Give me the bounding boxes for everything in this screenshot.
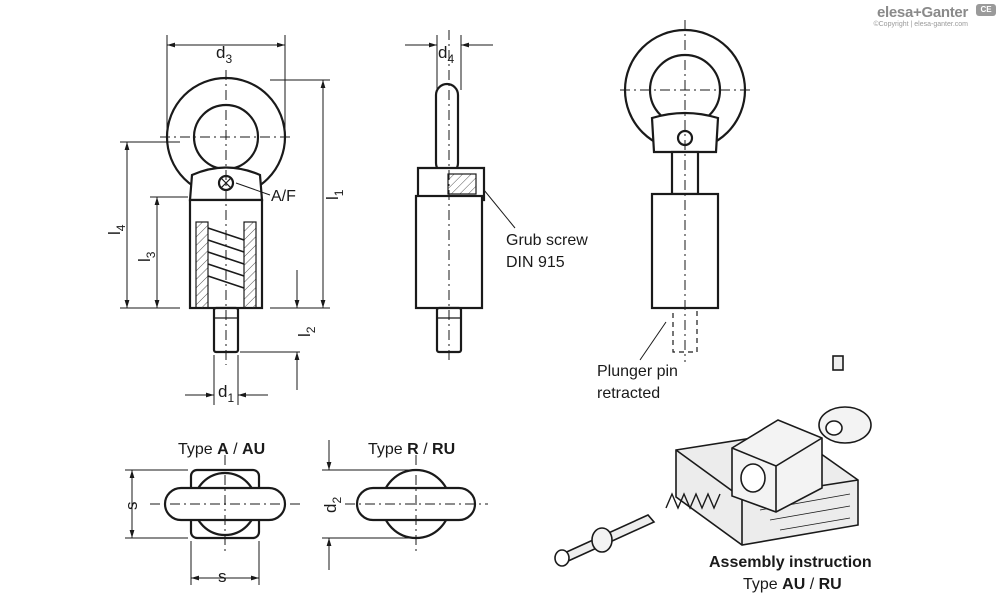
type-r-ru-heading: Type R / RU [368,441,455,458]
collar-retracted [650,111,720,154]
dim-d1-label: d1 [218,382,234,405]
dim-d2-label: d2 [321,497,344,513]
brand-badge: CE [976,4,996,16]
dim-l2-label: l2 [295,326,318,337]
grub-screw-label-1: Grub screw [506,232,588,249]
type-a-au-heading: Type A / AU [178,441,265,458]
assembly-caption: Assembly instruction Type AU / RU [709,554,872,593]
top-view-r [345,455,488,555]
dim-s-bottom-label: s [218,567,227,586]
dim-af-label: A/F [271,188,296,205]
callout-labels: Grub screw DIN 915 Plunger pin retracted [506,232,678,402]
dim-s-side-label: s [122,502,141,511]
brand-logo-text: elesa+Ganter [876,4,968,21]
top-a-dimensions [125,469,260,585]
body-retracted [650,192,720,310]
grub-screw-label-2: DIN 915 [506,254,565,271]
plunger-label-2: retracted [597,385,660,402]
brand-logo: elesa+Ganter ©Copyright | elesa-ganter.c… [873,4,968,28]
type-headings: Type A / AU Type R / RU [178,441,455,458]
top-r-dimensions [322,440,410,570]
plunger-label-1: Plunger pin [597,363,678,380]
assembly-type: Type AU / RU [743,576,842,593]
plunger-leader [639,321,667,361]
top-view-a [150,455,300,555]
dim-d4-label: d4 [438,43,454,66]
retracted-view [620,20,750,362]
spring-iso [665,492,721,510]
assembly-illustration [554,355,872,567]
dim-l1-label: l1 [323,189,346,200]
eye-ring-side [434,82,460,176]
dimension-labels: d3 d4 d1 A/F l1 l4 l3 l2 s s d2 [105,43,454,586]
assembly-title: Assembly instruction [709,554,872,571]
brand-copyright: ©Copyright | elesa-ganter.com [873,21,968,28]
dim-l3-label: l3 [135,251,158,262]
dim-l4-label: l4 [105,224,128,235]
side-dimensions [405,35,516,229]
front-dimensions [120,35,330,405]
front-view [160,70,292,365]
grub-screw-iso [832,355,844,371]
side-view [414,30,486,362]
dim-d3-label: d3 [216,43,232,66]
